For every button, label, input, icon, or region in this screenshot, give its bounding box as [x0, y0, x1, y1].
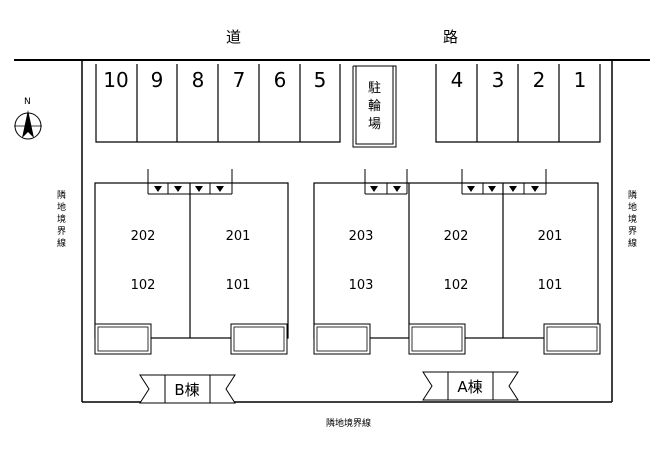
- unit-b-201: 201: [226, 229, 251, 244]
- parking-lot-10: 10: [103, 68, 128, 92]
- unit-a-101: 101: [538, 278, 563, 293]
- boundary-right-char-1: 隣: [628, 189, 637, 201]
- parking-right: 4 3 2 1: [435, 64, 601, 143]
- unit-a-203: 203: [349, 229, 374, 244]
- bike-parking: 駐 輪 場: [352, 65, 397, 148]
- boundary-right-char-2: 地: [628, 201, 637, 213]
- parking-lot-4: 4: [451, 68, 464, 92]
- compass-label: N: [24, 97, 31, 107]
- building-b: 202 102 201 101: [94, 169, 289, 355]
- unit-a-201: 201: [538, 229, 563, 244]
- parking-lot-8: 8: [192, 68, 205, 92]
- unit-a-202: 202: [444, 229, 469, 244]
- parking-left: 10 9 8 7 6 5: [95, 64, 341, 143]
- neighbor-boundary-bottom: 隣地境界線: [326, 417, 371, 429]
- unit-b-202: 202: [131, 229, 156, 244]
- building-a-label: A棟: [457, 378, 482, 396]
- building-b-label: B棟: [174, 381, 199, 399]
- unit-a-103: 103: [349, 278, 374, 293]
- bike-parking-char-1: 駐: [368, 81, 381, 96]
- parking-lot-3: 3: [492, 68, 505, 92]
- parking-lot-1: 1: [574, 68, 587, 92]
- bike-parking-char-3: 場: [368, 117, 381, 132]
- road-label-2: 路: [443, 28, 458, 46]
- building-b-banner: B棟: [139, 374, 236, 404]
- boundary-left-char-2: 地: [57, 201, 66, 213]
- boundary-right-char-5: 線: [628, 237, 637, 249]
- unit-b-101: 101: [226, 278, 251, 293]
- building-a: 203 103 202 102 201 101: [313, 169, 601, 355]
- neighbor-boundary-left: 隣 地 境 界 線: [57, 189, 66, 249]
- boundary-right-char-4: 界: [628, 226, 637, 237]
- north-arrow-icon: N: [14, 97, 42, 140]
- boundary-left-char-4: 界: [57, 226, 66, 237]
- boundary-left-char-1: 隣: [57, 189, 66, 201]
- neighbor-boundary-right: 隣 地 境 界 線: [628, 189, 637, 249]
- building-a-banner: A棟: [422, 371, 519, 401]
- boundary-left-char-5: 線: [57, 237, 66, 249]
- unit-a-102: 102: [444, 278, 469, 293]
- meter-marks-b: [154, 183, 224, 194]
- parking-lot-6: 6: [274, 68, 287, 92]
- parking-lot-2: 2: [533, 68, 546, 92]
- unit-b-102: 102: [131, 278, 156, 293]
- parking-lot-7: 7: [233, 68, 246, 92]
- parking-lot-9: 9: [151, 68, 164, 92]
- boundary-left-char-3: 境: [57, 213, 66, 225]
- parking-lot-5: 5: [314, 68, 327, 92]
- boundary-right-char-3: 境: [628, 213, 637, 225]
- bike-parking-char-2: 輪: [368, 98, 381, 114]
- road-label-1: 道: [226, 28, 241, 46]
